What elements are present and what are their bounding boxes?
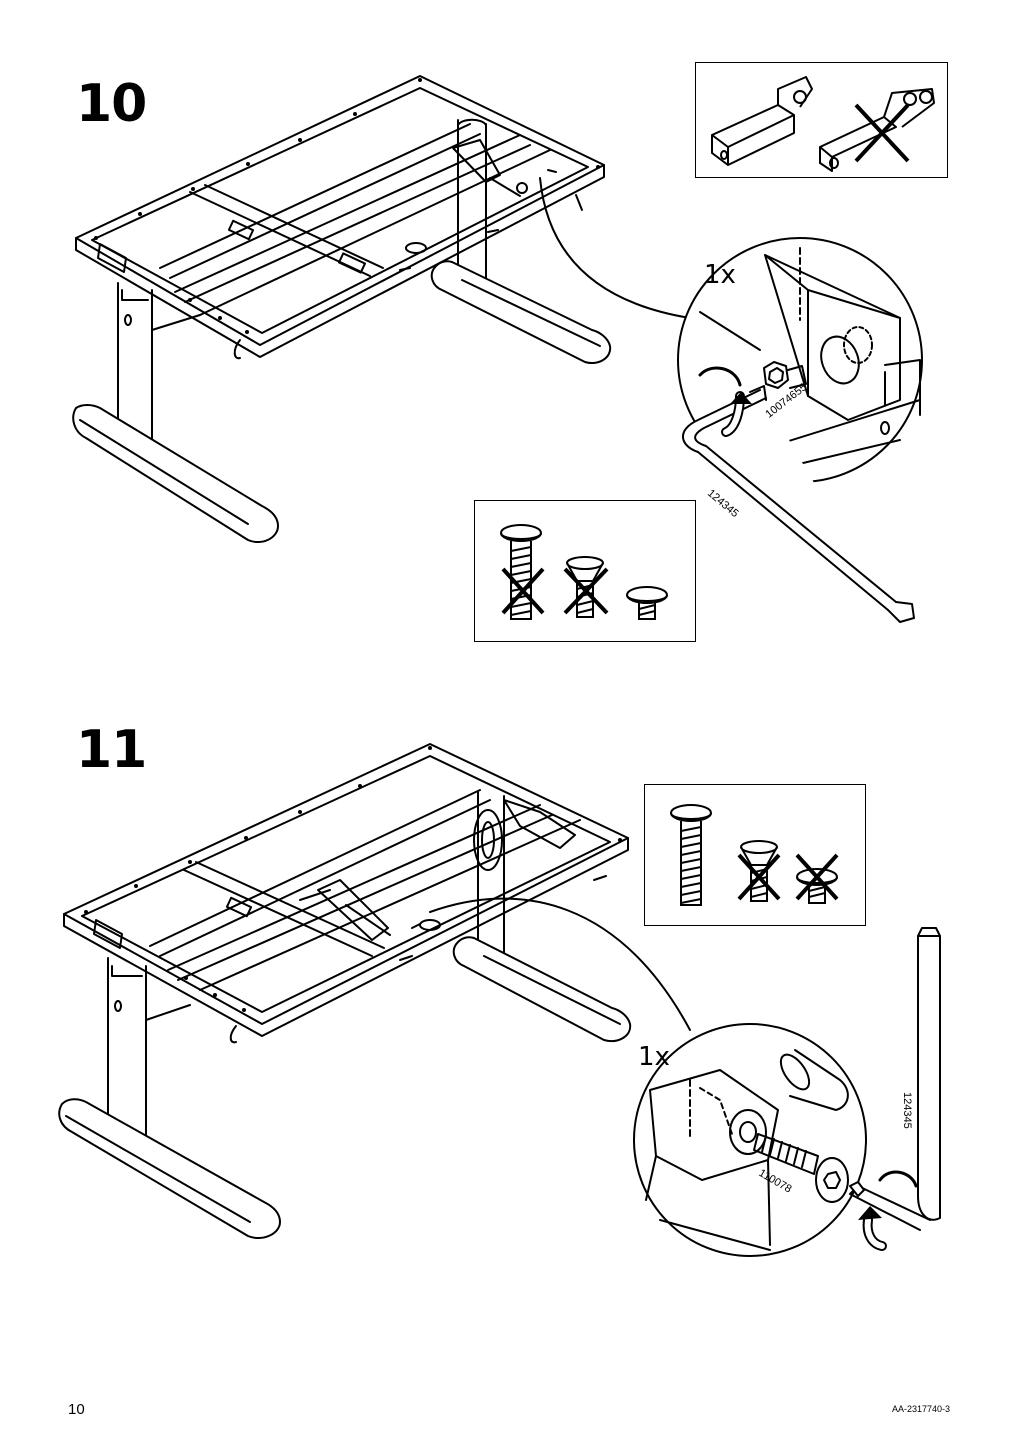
bracket-correct-icon: [711, 76, 813, 166]
short-screw-icon: [626, 586, 668, 620]
zoom-detail-step11: [633, 1023, 867, 1257]
callout-line-step11: [429, 897, 691, 1031]
front-leg-step11: [58, 957, 281, 1240]
back-leg-step10: [399, 118, 612, 364]
cross-mark-icon: [501, 567, 609, 615]
short-screw-icon: [796, 868, 838, 904]
countersunk-screw-icon: [566, 556, 604, 618]
step-11-quantity: 1x: [638, 1042, 670, 1072]
screw-selection-box-step11: [644, 784, 866, 926]
screw-selection-box-step10: [474, 500, 696, 642]
page-number: 10: [68, 1401, 85, 1418]
hex-key-step11: [849, 927, 941, 1231]
rotate-arrow-icon-step11: [858, 1170, 918, 1251]
desk-frame-step11: [63, 743, 629, 1037]
step-11-number: 11: [76, 720, 147, 780]
step-10-quantity: 1x: [704, 260, 736, 290]
document-code: AA-2317740-3: [891, 1404, 950, 1414]
cross-mark-icon: [737, 853, 839, 901]
hex-key-step10: [682, 385, 915, 623]
callout-line-step10: [539, 177, 691, 319]
bracket-orientation-box-step10: [695, 62, 948, 178]
back-leg-step11: [299, 791, 632, 1042]
step-10-number: 10: [76, 74, 147, 134]
rotate-arrow-icon-step10: [698, 366, 752, 437]
front-leg-step10: [72, 282, 279, 544]
step-11-key-part-number: 124345: [901, 1092, 913, 1129]
long-screw-icon: [670, 804, 712, 906]
cross-mark-icon: [854, 103, 910, 163]
